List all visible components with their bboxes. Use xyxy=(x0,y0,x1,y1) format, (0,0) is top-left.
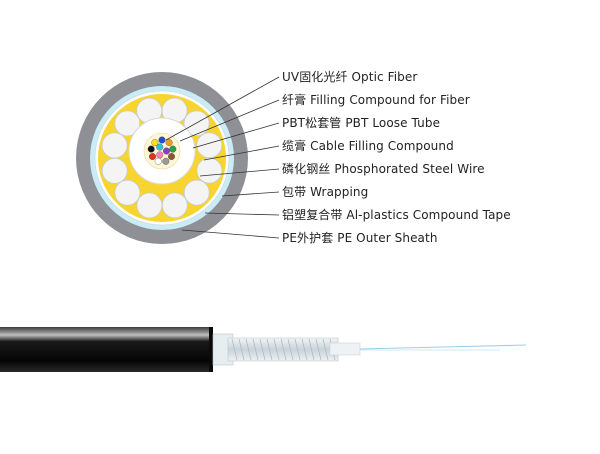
optic-fibers xyxy=(147,136,177,165)
optic-fiber xyxy=(162,147,170,155)
label-fiber-filling-compound: 纤膏 Filling Compound for Fiber xyxy=(282,93,470,107)
helix-mark xyxy=(231,338,238,361)
optic-fiber xyxy=(169,145,177,153)
cable-side-view xyxy=(0,327,527,372)
steel-wire xyxy=(183,179,210,206)
leader-line xyxy=(192,122,280,149)
helix-mark xyxy=(301,338,308,361)
steel-wire xyxy=(161,192,188,219)
label-al-plastics-tape: 铝塑复合带 Al-plastics Compound Tape xyxy=(282,208,511,222)
helix-mark xyxy=(287,338,294,361)
optic-fiber xyxy=(167,152,175,160)
leader-lines xyxy=(165,76,280,239)
outer-jacket-section xyxy=(0,327,213,372)
leader-line xyxy=(179,99,280,142)
optic-fiber xyxy=(156,151,164,159)
helix-mark xyxy=(273,338,280,361)
label-optic-fiber: UV固化光纤 Optic Fiber xyxy=(282,70,418,84)
helix-mark xyxy=(245,338,252,361)
steel-wire xyxy=(136,192,163,219)
steel-wire xyxy=(101,157,128,184)
label-phosphorated-steel-wire: 磷化钢丝 Phosphorated Steel Wire xyxy=(282,162,485,176)
helix-mark xyxy=(322,338,329,361)
strand-helix-marks xyxy=(231,338,336,361)
optic-fiber xyxy=(151,139,159,147)
label-cable-filling-compound: 缆膏 Cable Filling Compound xyxy=(282,139,454,153)
cable-cross-section xyxy=(76,72,248,244)
helix-mark xyxy=(266,338,273,361)
leader-line xyxy=(165,76,280,141)
label-pbt-loose-tube: PBT松套管 PBT Loose Tube xyxy=(282,116,441,130)
optic-fiber xyxy=(156,143,164,151)
helix-mark xyxy=(252,338,259,361)
jacket-cut-edge xyxy=(209,327,213,372)
helix-mark xyxy=(238,338,245,361)
leader-line xyxy=(221,191,280,197)
label-pe-outer-sheath: PE外护套 PE Outer Sheath xyxy=(282,231,438,245)
optic-fiber xyxy=(162,157,170,165)
leader-line xyxy=(181,229,280,239)
steel-wire xyxy=(114,179,141,206)
steel-wire-strands-section xyxy=(227,337,339,362)
label-wrapping: 包带 Wrapping xyxy=(282,185,369,199)
leader-line xyxy=(203,145,280,161)
optic-fiber xyxy=(154,157,162,165)
helix-mark xyxy=(280,338,287,361)
steel-wire xyxy=(196,157,223,184)
optic-fiber xyxy=(148,152,156,160)
leader-line xyxy=(204,212,280,216)
leader-line xyxy=(199,168,280,177)
loose-tube-section xyxy=(329,342,361,356)
optic-fiber xyxy=(165,139,173,147)
helix-mark xyxy=(315,338,322,361)
exposed-fiber xyxy=(359,344,527,350)
helix-mark xyxy=(259,338,266,361)
steel-wire xyxy=(114,110,141,137)
optic-fiber xyxy=(158,136,166,144)
helix-mark xyxy=(294,338,301,361)
optic-fiber xyxy=(147,145,155,153)
steel-wire xyxy=(101,132,128,159)
helix-mark xyxy=(308,338,315,361)
steel-wire xyxy=(196,132,223,159)
